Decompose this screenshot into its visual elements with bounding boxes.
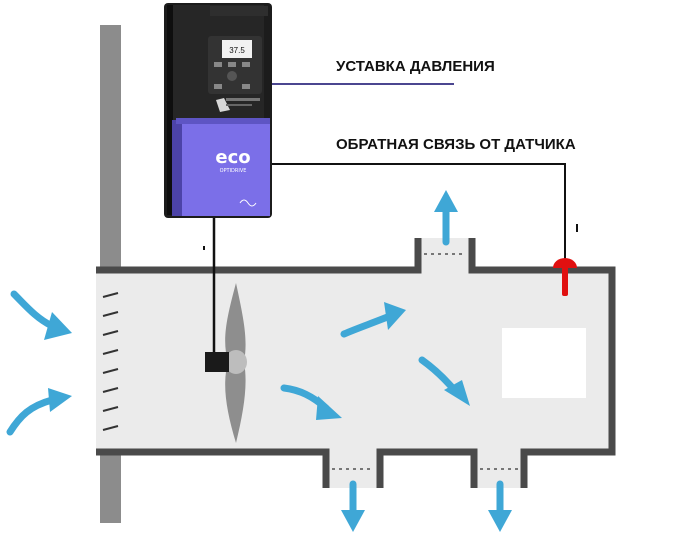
airflow-arrow-icon: [340, 312, 394, 338]
feedback-label: ОБРАТНАЯ СВЯЗЬ ОТ ДАТЧИКА: [336, 136, 576, 153]
airflow-arrow-icon: [6, 396, 56, 436]
drive-brand-sub: OPTIDRIVE: [220, 168, 247, 174]
drive-display-value: 37.5: [229, 46, 245, 55]
inlet-louver-icon: [102, 292, 119, 431]
duct-walls: [96, 238, 616, 488]
drive-display: [222, 40, 252, 58]
frequency-drive: 37.5 eco OPTIDRIVE: [164, 3, 272, 218]
airflow-arrow-icon: [10, 290, 56, 330]
duct-body: [96, 238, 612, 488]
airflow-arrowheads: [44, 190, 512, 532]
pressure-sensor-icon: [553, 258, 577, 296]
setpoint-label: УСТАВКА ДАВЛЕНИЯ: [336, 58, 495, 75]
drive-brand-logo: eco: [215, 147, 250, 168]
motor-icon: [205, 352, 229, 372]
fan-hub: [225, 350, 247, 374]
drive-purple-panel: [172, 120, 270, 216]
duct-window: [502, 328, 586, 398]
feedback-wire: [272, 163, 566, 262]
